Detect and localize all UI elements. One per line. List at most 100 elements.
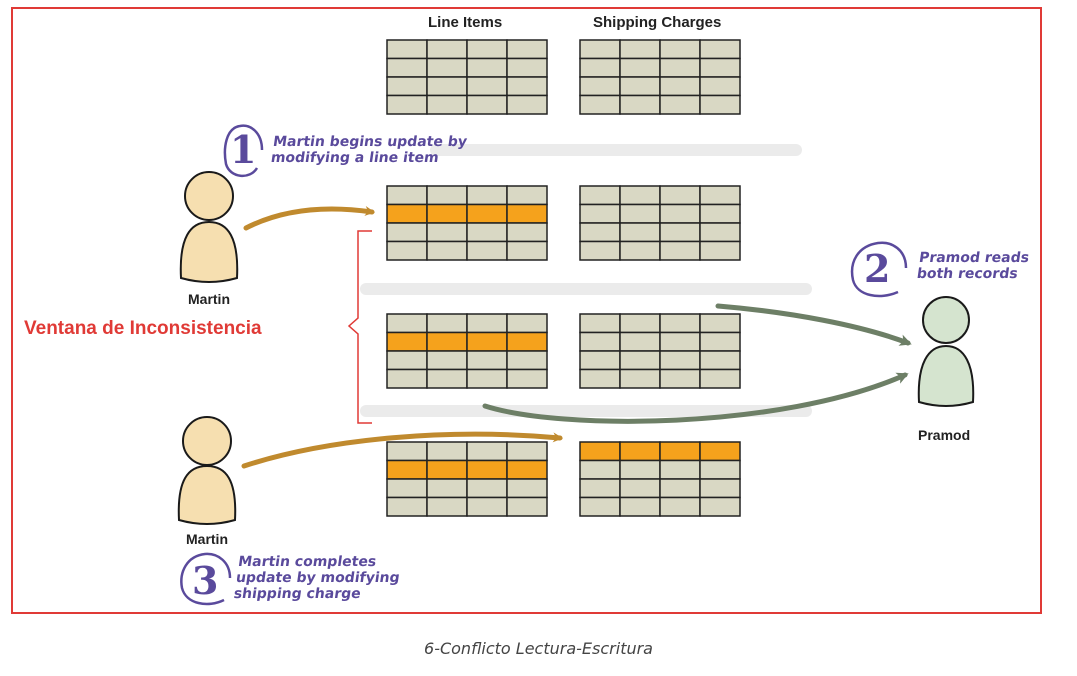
pramod-read-arrow-bottom	[482, 372, 909, 424]
modified-cell	[386, 459, 428, 480]
table-cell	[699, 459, 741, 480]
table-cell	[386, 313, 428, 334]
pramod-figure-icon	[917, 296, 975, 407]
table-cell	[579, 368, 621, 389]
table-cell	[466, 39, 508, 60]
table-cell	[579, 39, 621, 60]
table-cell	[699, 94, 741, 115]
table-cell	[619, 368, 661, 389]
table-cell	[659, 203, 701, 224]
table-cell	[386, 496, 428, 517]
table-cell	[426, 57, 468, 78]
martin-top-label: Martin	[188, 291, 230, 307]
modified-cell	[579, 441, 621, 462]
table-cell	[579, 478, 621, 499]
table-cell	[659, 222, 701, 243]
table-cell	[659, 350, 701, 371]
table-cell	[466, 222, 508, 243]
table-cell	[506, 368, 548, 389]
table-cell	[659, 57, 701, 78]
table-cell	[466, 76, 508, 97]
table-cell	[579, 459, 621, 480]
table-cell	[659, 496, 701, 517]
shipping-charges-table-step3	[579, 441, 741, 517]
table-cell	[426, 441, 468, 462]
table-cell	[506, 313, 548, 334]
table-cell	[466, 57, 508, 78]
table-cell	[699, 203, 741, 224]
modified-cell	[619, 441, 661, 462]
figure-frame	[11, 7, 1042, 614]
table-cell	[659, 313, 701, 334]
pramod-label: Pramod	[918, 427, 971, 443]
modified-cell	[466, 203, 508, 224]
table-cell	[579, 496, 621, 517]
table-cell	[579, 350, 621, 371]
shipping-charges-table-step1	[579, 185, 741, 261]
table-cell	[619, 76, 661, 97]
table-cell	[466, 94, 508, 115]
table-cell	[579, 203, 621, 224]
table-cell	[699, 496, 741, 517]
table-cell	[699, 240, 741, 261]
separator-bar	[360, 283, 812, 295]
shipping-charges-table-initial	[579, 39, 741, 115]
table-cell	[426, 368, 468, 389]
line-items-table-step1	[386, 185, 548, 261]
separator-bar	[430, 144, 802, 156]
modified-cell	[506, 331, 548, 352]
table-cell	[579, 331, 621, 352]
table-cell	[699, 76, 741, 97]
table-cell	[579, 313, 621, 334]
table-cell	[659, 368, 701, 389]
shipping-charges-table-step2	[579, 313, 741, 389]
shipping-charges-header: Shipping Charges	[593, 14, 722, 31]
table-cell	[466, 368, 508, 389]
table-cell	[426, 94, 468, 115]
table-cell	[466, 313, 508, 334]
table-cell	[579, 76, 621, 97]
table-cell	[426, 39, 468, 60]
table-cell	[579, 240, 621, 261]
table-cell	[619, 496, 661, 517]
table-cell	[699, 350, 741, 371]
record-tables	[386, 39, 741, 517]
table-cell	[386, 39, 428, 60]
modified-cell	[426, 331, 468, 352]
table-cell	[619, 478, 661, 499]
table-cell	[466, 496, 508, 517]
table-cell	[699, 39, 741, 60]
table-cell	[506, 94, 548, 115]
table-cell	[619, 331, 661, 352]
step-3-note: Martin completes update by modifying shi…	[232, 554, 401, 602]
table-cell	[386, 368, 428, 389]
table-cell	[426, 350, 468, 371]
table-cell	[426, 185, 468, 206]
table-cell	[426, 478, 468, 499]
table-cell	[506, 185, 548, 206]
table-cell	[506, 39, 548, 60]
table-cell	[506, 240, 548, 261]
line-items-header: Line Items	[428, 14, 503, 31]
line-items-table-step2	[386, 313, 548, 389]
step-2-circle	[850, 241, 908, 298]
table-cell	[579, 94, 621, 115]
step-2-number: 2	[864, 246, 891, 291]
martin-write-arrow-bottom	[241, 431, 563, 469]
table-cell	[506, 496, 548, 517]
modified-cell	[386, 331, 428, 352]
table-cell	[619, 185, 661, 206]
table-cell	[426, 496, 468, 517]
table-cell	[386, 478, 428, 499]
pramod-read-arrow-top	[715, 303, 912, 346]
table-cell	[659, 94, 701, 115]
table-cell	[386, 222, 428, 243]
table-cell	[619, 57, 661, 78]
table-cell	[699, 313, 741, 334]
modified-cell	[659, 441, 701, 462]
table-cell	[386, 185, 428, 206]
table-cell	[699, 222, 741, 243]
table-cell	[506, 57, 548, 78]
step-2-note: Pramod reads both records	[915, 250, 1031, 282]
